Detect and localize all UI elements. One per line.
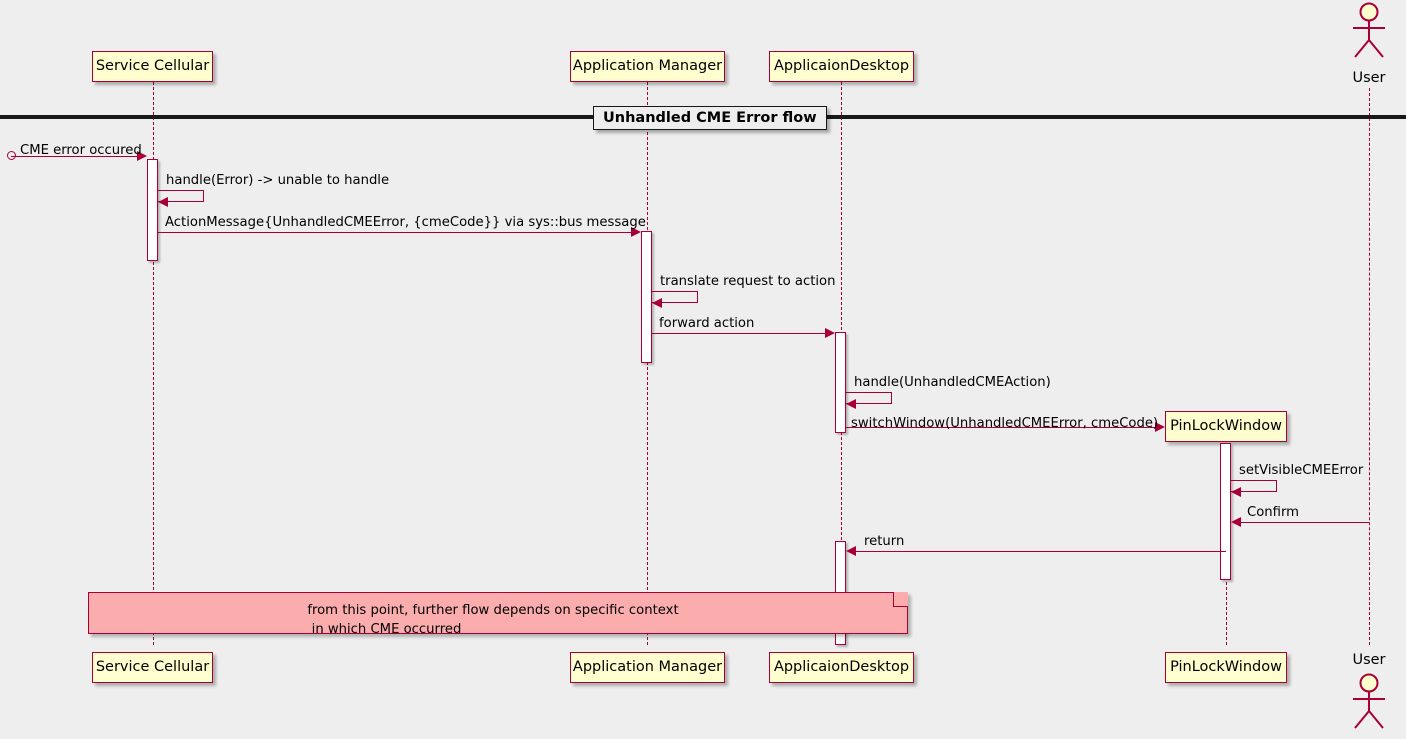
message-label-forward-action: forward action xyxy=(659,316,755,331)
message-label-set-visible-cme-error: setVisibleCMEError xyxy=(1239,463,1364,478)
message-label-translate-request: translate request to action xyxy=(660,274,836,289)
message-line-confirm xyxy=(1241,521,1369,523)
activation-application-manager xyxy=(641,231,652,363)
message-line-return xyxy=(856,550,1226,552)
message-arrowhead-forward-action xyxy=(825,328,835,338)
lifeline-application-manager xyxy=(646,82,648,645)
lifeline-service-cellular xyxy=(152,82,154,645)
lifeline-user xyxy=(1368,88,1370,645)
participant-label: Application Manager xyxy=(572,659,723,676)
note-line-2: in which CME occurred xyxy=(311,622,462,638)
message-label-action-message: ActionMessage{UnhandledCMEError, {cmeCod… xyxy=(165,215,646,230)
message-label-switch-window: switchWindow(UnhandledCMEError, cmeCode) xyxy=(851,416,1159,431)
participant-label: ApplicaionDesktop xyxy=(773,58,910,75)
message-arrowhead-cme-error-occured xyxy=(137,151,147,161)
participant-application-manager-top[interactable]: Application Manager xyxy=(570,51,725,82)
actor-user-label-top: User xyxy=(1352,70,1386,86)
actor-user-bottom[interactable] xyxy=(1339,672,1399,738)
message-arrowhead-translate-request xyxy=(652,298,662,308)
divider-title: Unhandled CME Error flow xyxy=(593,106,827,130)
message-arrowhead-switch-window xyxy=(1155,422,1165,432)
self-message-box-handle-unhandled-cme-action xyxy=(846,392,892,404)
participant-label: PinLockWindow xyxy=(1170,418,1282,435)
note-line-1: from this point, further flow depends on… xyxy=(307,603,679,618)
user-stick-figure-icon xyxy=(1353,2,1385,58)
participant-pin-lock-window-created[interactable]: PinLockWindow xyxy=(1165,411,1287,442)
user-stick-figure-icon xyxy=(1353,673,1385,729)
message-label-confirm: Confirm xyxy=(1247,505,1299,520)
message-arrowhead-handle-unhandled-cme-action xyxy=(846,399,856,409)
actor-user-top[interactable] xyxy=(1339,2,1399,74)
participant-label: PinLockWindow xyxy=(1170,659,1282,676)
message-arrowhead-set-visible-cme-error xyxy=(1231,487,1241,497)
participant-applicaion-desktop-top[interactable]: ApplicaionDesktop xyxy=(769,51,914,82)
message-label-handle-unhandled-cme-action: handle(UnhandledCMEAction) xyxy=(854,375,1051,390)
message-line-forward-action xyxy=(652,332,825,334)
participant-service-cellular-bottom[interactable]: Service Cellular xyxy=(92,652,213,683)
message-arrowhead-confirm xyxy=(1231,517,1241,527)
participant-label: Service Cellular xyxy=(95,58,210,75)
message-label-handle-error: handle(Error) -> unable to handle xyxy=(166,173,390,188)
participant-pin-lock-window-bottom[interactable]: PinLockWindow xyxy=(1165,652,1287,683)
participant-label: Service Cellular xyxy=(95,659,210,676)
divider-title-label: Unhandled CME Error flow xyxy=(603,110,817,126)
self-message-box-translate-request xyxy=(652,291,698,303)
participant-label: ApplicaionDesktop xyxy=(773,659,910,676)
message-label-return: return xyxy=(864,534,905,549)
message-arrowhead-return xyxy=(846,546,856,556)
message-label-cme-error-occured: CME error occured xyxy=(20,143,142,158)
participant-label: Application Manager xyxy=(572,58,723,75)
message-line-cme-error-occured xyxy=(11,155,137,157)
participant-applicaion-desktop-bottom[interactable]: ApplicaionDesktop xyxy=(769,652,914,683)
participant-application-manager-bottom[interactable]: Application Manager xyxy=(570,652,725,683)
message-line-switch-window xyxy=(846,426,1155,428)
message-line-action-message xyxy=(158,231,631,233)
self-message-box-set-visible-cme-error xyxy=(1231,480,1277,492)
activation-pin-lock-window xyxy=(1220,443,1231,580)
note-folded-corner-icon xyxy=(893,592,908,607)
activation-service-cellular xyxy=(147,159,158,261)
participant-service-cellular-top[interactable]: Service Cellular xyxy=(92,51,213,82)
self-message-box-handle-error xyxy=(158,190,204,202)
message-arrowhead-action-message xyxy=(631,227,641,237)
note-context-dependency: from this point, further flow depends on… xyxy=(88,592,908,637)
actor-user-label-bottom: User xyxy=(1352,652,1386,668)
message-arrowhead-handle-error xyxy=(158,197,168,207)
activation-applicaion-desktop-1 xyxy=(835,332,846,433)
